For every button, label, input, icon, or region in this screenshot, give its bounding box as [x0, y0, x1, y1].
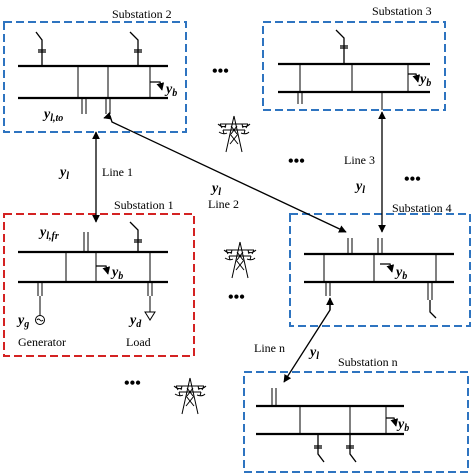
- substation-4-feeder: [429, 300, 437, 319]
- substation-n-border: [243, 371, 469, 473]
- line-1-label: Line 1: [102, 165, 133, 179]
- substation-n-yb: yb: [396, 417, 409, 434]
- ellipsis: •••: [212, 63, 229, 80]
- ellipsis: •••: [124, 375, 141, 392]
- line-2: yl Line 2: [103, 112, 347, 233]
- substation-3-feeder-1: [335, 29, 348, 64]
- transmission-tower-icon: [217, 115, 251, 153]
- substation-3-title: Substation 3: [372, 4, 432, 18]
- ellipsis: •••: [228, 289, 245, 306]
- substation-1-title: Substation 1: [114, 198, 174, 212]
- line-1-y: yl: [58, 165, 69, 182]
- line-n-label: Line n: [254, 341, 285, 355]
- substation-4-title: Substation 4: [392, 201, 452, 215]
- substation-1-border: [3, 213, 195, 357]
- substation-2-border: [3, 21, 187, 133]
- line-3-label: Line 3: [344, 153, 375, 167]
- line-n: Line n yl: [254, 297, 334, 383]
- line-n-y: yl: [308, 345, 319, 362]
- line-3-y: yl: [354, 179, 365, 196]
- ellipsis: •••: [288, 153, 305, 170]
- substation-2-feeder-1: [35, 31, 46, 66]
- generator-label: Generator: [18, 335, 66, 349]
- substation-2-ylto: yl,to: [42, 107, 63, 124]
- substation-2-yb: yb: [164, 82, 177, 99]
- substation-2-title: Substation 2: [112, 7, 172, 21]
- substation-4-border: [289, 213, 471, 327]
- ellipsis: •••: [404, 171, 421, 188]
- substation-n: Substation n yb: [243, 355, 469, 473]
- substation-2-feeder-2: [129, 31, 142, 66]
- substation-n-feeder-2: [346, 434, 357, 463]
- substation-1: Substation 1 yl,fr yb yg Generator yd Lo…: [3, 198, 195, 357]
- line-1: yl Line 1: [58, 131, 133, 223]
- load-label: Load: [126, 335, 151, 349]
- load-arrow-icon: [144, 311, 156, 321]
- generator-symbol: yg: [16, 313, 29, 330]
- substation-1-ylfr: yl,fr: [38, 225, 59, 242]
- substation-2: Substation 2 yb yl,to: [3, 7, 187, 133]
- substation-3-border: [262, 21, 446, 111]
- substation-3: Substation 3 yb: [262, 4, 446, 111]
- transmission-tower-icon: [173, 377, 207, 415]
- load-symbol: yd: [128, 313, 142, 330]
- substation-n-feeder-1: [314, 434, 325, 463]
- substation-n-title: Substation n: [338, 355, 398, 369]
- substation-3-yb: yb: [418, 72, 431, 89]
- line-2-y: yl: [210, 181, 221, 198]
- line-2-label: Line 2: [208, 197, 239, 211]
- line-2-path: [109, 115, 347, 233]
- line-3: Line 3 yl: [344, 111, 386, 233]
- substation-1-feeder: [129, 221, 142, 252]
- substation-4-yb: yb: [394, 265, 407, 282]
- transmission-tower-icon: [223, 241, 257, 279]
- generator-icon: [35, 315, 45, 325]
- substation-4: Substation 4 yb: [289, 201, 471, 327]
- substation-1-yb: yb: [110, 265, 123, 282]
